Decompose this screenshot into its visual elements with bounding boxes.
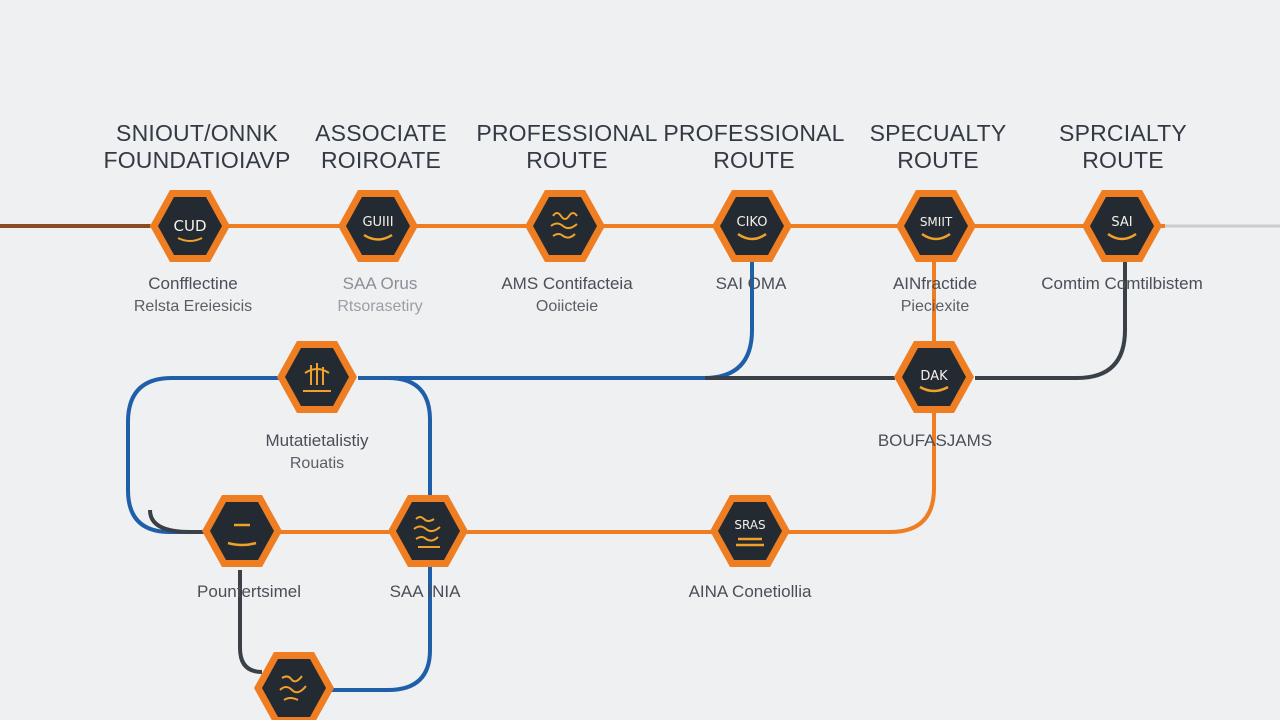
track-title-line1: SPECUALTY bbox=[869, 120, 1007, 146]
track-title-line1: ASSOCIATE bbox=[315, 120, 447, 146]
node-label: BOUFASJAMS bbox=[825, 429, 1045, 452]
scribble-badge-icon bbox=[550, 212, 578, 239]
certification-badge-icon bbox=[736, 537, 764, 547]
node-label-line1: Mutatietalistiy bbox=[265, 431, 369, 450]
track-title-line2: ROUTE bbox=[713, 147, 795, 173]
node-badge-text: SAI bbox=[1111, 215, 1132, 230]
node-label: Confflectine Relsta Ereiesicis bbox=[83, 272, 303, 318]
node-label-line1: BOUFASJAMS bbox=[877, 431, 993, 450]
certification-badge-icon bbox=[921, 232, 951, 241]
node-cud[interactable]: CUD bbox=[150, 190, 230, 262]
node-label-line1: AINfractide bbox=[892, 274, 978, 293]
node-label-line1: Comtim Comtilbistem bbox=[1041, 274, 1203, 293]
node-ciko[interactable]: CIKO bbox=[712, 190, 792, 262]
track-title-line2: FOUNDATIOIAVP bbox=[103, 147, 291, 173]
node-label: AINA Conetiollia bbox=[640, 580, 860, 603]
node-smiit[interactable]: SMIIT bbox=[896, 190, 976, 262]
node-label: SAA Orus Rtsorasetiry bbox=[270, 272, 490, 318]
track-title: SPECUALTY ROUTE bbox=[838, 120, 1038, 174]
node-label: SAI OMA bbox=[641, 272, 861, 295]
node-guiii[interactable]: GUIII bbox=[338, 190, 418, 262]
node-badge-text: CIKO bbox=[737, 215, 768, 230]
track-title-line1: SPRCIALTY bbox=[1059, 120, 1187, 146]
node-label-line1: SAA INIA bbox=[389, 582, 461, 601]
node-label: Mutatietalistiy Rouatis bbox=[207, 429, 427, 475]
scribble-badge-icon bbox=[303, 363, 331, 392]
node-label-line1: AMS Contifacteia bbox=[501, 274, 633, 293]
blue-connector-left bbox=[126, 376, 280, 534]
blue-connector-middle bbox=[358, 376, 432, 500]
track-title-line1: SNIOUT/ONNK bbox=[116, 120, 278, 146]
node-multi[interactable] bbox=[277, 341, 357, 413]
node-foundational[interactable] bbox=[202, 495, 282, 567]
track-title: PROFESSIONAL ROUTE bbox=[654, 120, 854, 174]
node-label: SAA INIA bbox=[315, 580, 535, 603]
node-label-line1: SAI OMA bbox=[715, 274, 787, 293]
node-label: Pountertsimel bbox=[139, 580, 359, 603]
certification-badge-icon bbox=[227, 523, 257, 547]
node-badge-text: GUIII bbox=[362, 215, 393, 230]
charcoal-connector-left bbox=[148, 509, 205, 534]
track-title-line1: PROFESSIONAL bbox=[476, 120, 658, 146]
track-title-line2: ROIROATE bbox=[320, 147, 441, 173]
track-title: SNIOUT/ONNK FOUNDATIOIAVP bbox=[97, 120, 297, 174]
certification-badge-icon bbox=[1107, 232, 1137, 241]
node-label-line2: Rtsorasetiry bbox=[337, 298, 423, 315]
node-label-line2: Relsta Ereiesicis bbox=[133, 298, 253, 315]
charcoal-connector-bottom bbox=[238, 570, 263, 674]
node-label-line1: Pountertsimel bbox=[197, 582, 301, 601]
node-label-line1: Confflectine bbox=[148, 274, 238, 293]
certification-badge-icon bbox=[737, 232, 767, 241]
node-label-line1: AINA Conetiollia bbox=[688, 582, 812, 601]
track-title: ASSOCIATE ROIROATE bbox=[281, 120, 481, 174]
track-title-line2: ROUTE bbox=[897, 147, 979, 173]
node-sras[interactable]: SRAS bbox=[710, 495, 790, 567]
node-label-line1: SAA Orus bbox=[342, 274, 418, 293]
node-label: AMS Contifacteia Ooiicteie bbox=[457, 272, 677, 318]
certification-badge-icon bbox=[177, 237, 203, 242]
node-sai[interactable]: SAI bbox=[1082, 190, 1162, 262]
node-badge-text: SRAS bbox=[734, 518, 765, 532]
node-label-line2: Pieciexite bbox=[900, 298, 970, 315]
track-title: PROFESSIONAL ROUTE bbox=[467, 120, 667, 174]
certification-badge-icon bbox=[363, 233, 393, 241]
orange-connector-down bbox=[786, 410, 936, 534]
node-badge-text: CUD bbox=[173, 217, 206, 235]
node-label: AINfractide Pieciexite bbox=[825, 272, 1045, 318]
scribble-badge-icon bbox=[413, 516, 441, 548]
charcoal-connector-right bbox=[975, 262, 1127, 380]
certification-badge-icon bbox=[919, 385, 949, 393]
node-professional-1[interactable] bbox=[525, 190, 605, 262]
blue-connector-bottom bbox=[330, 560, 432, 692]
track-title-line2: ROUTE bbox=[526, 147, 608, 173]
node-saa-inia[interactable] bbox=[388, 495, 468, 567]
node-badge-text: SMIIT bbox=[920, 215, 953, 229]
track-title: SPRCIALTY ROUTE bbox=[1023, 120, 1223, 174]
node-bottom[interactable] bbox=[254, 652, 334, 720]
node-badge-text: DAK bbox=[920, 369, 948, 384]
node-label-line2: Rouatis bbox=[289, 455, 345, 472]
node-label-line2: Ooiicteie bbox=[535, 298, 599, 315]
scribble-badge-icon bbox=[279, 675, 307, 701]
track-title-line2: ROUTE bbox=[1082, 147, 1164, 173]
node-dak[interactable]: DAK bbox=[894, 341, 974, 413]
node-label: Comtim Comtilbistem bbox=[1012, 272, 1232, 295]
track-title-line1: PROFESSIONAL bbox=[663, 120, 845, 146]
